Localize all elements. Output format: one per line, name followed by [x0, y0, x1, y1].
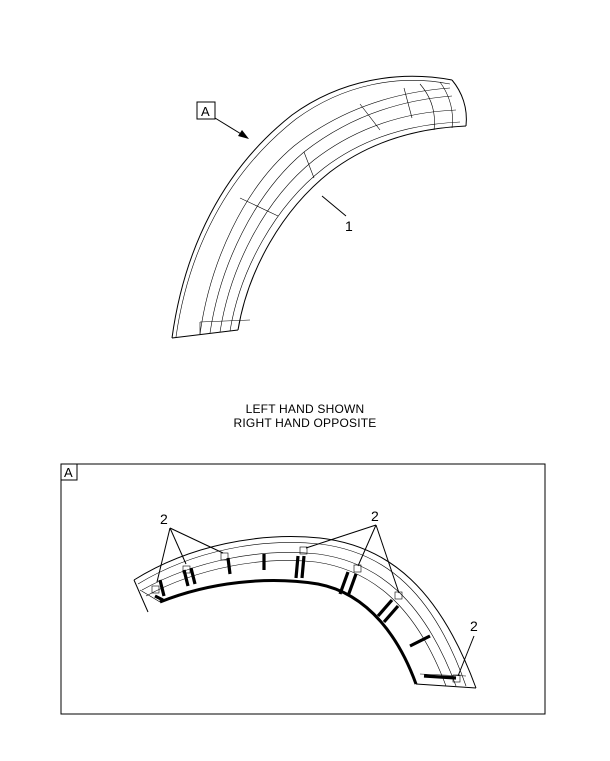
caption-line-1: LEFT HAND SHOWN	[245, 402, 365, 416]
caption-line-2: RIGHT HAND OPPOSITE	[233, 416, 377, 430]
view-flag-label: A	[201, 104, 210, 119]
detail-label-box	[60, 463, 78, 481]
detail-view-label: A	[64, 465, 73, 480]
detail-frame	[60, 463, 546, 715]
fender-isometric-view: A 1	[171, 75, 467, 339]
view-flag-box	[196, 101, 216, 120]
clip-callout-left: 2	[160, 511, 168, 527]
clip-callout-middle: 2	[371, 508, 379, 524]
part-callout-1: 1	[345, 218, 353, 234]
detail-view-a: A 2	[60, 463, 546, 715]
clip-callout-right: 2	[470, 618, 478, 634]
